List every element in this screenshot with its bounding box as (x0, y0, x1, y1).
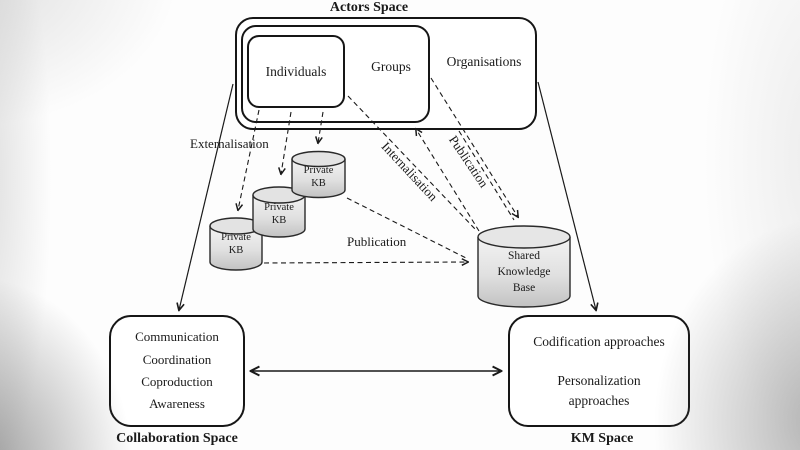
collaboration-space-box: Communication Coordination Coproduction … (109, 315, 245, 427)
private-kb-label-2: Private KB (264, 202, 294, 227)
shared-kb-cylinder-top (477, 225, 571, 249)
actors-space-title: Actors Space (329, 0, 409, 15)
publication-upper-label: Publication (446, 132, 492, 191)
line-actors-to-collaboration (179, 83, 234, 310)
shared-kb-label: Shared Knowledge Base (497, 250, 551, 295)
km-approaches: Codification approaches Personalization … (533, 333, 665, 408)
km-space-caption: KM Space (570, 431, 634, 446)
individuals-box: Individuals (247, 35, 345, 108)
private-kb-label-3: Private KB (303, 165, 334, 190)
collaboration-activities: Communication Coordination Coproduction … (135, 329, 219, 412)
collaboration-space-caption: Collaboration Space (116, 431, 238, 446)
km-space-box: Codification approaches Personalization … (508, 315, 690, 427)
organisations-label: Organisations (446, 54, 522, 69)
groups-label: Groups (371, 59, 411, 74)
individuals-label: Individuals (265, 63, 327, 79)
private-kb-label-1: Private KB (221, 232, 251, 257)
arrow-publication-privatekb (263, 262, 468, 263)
publication-lower-label: Publication (347, 234, 407, 249)
internalisation-label: Internalisation (378, 138, 441, 204)
externalisation-label: Externalisation (190, 136, 269, 151)
